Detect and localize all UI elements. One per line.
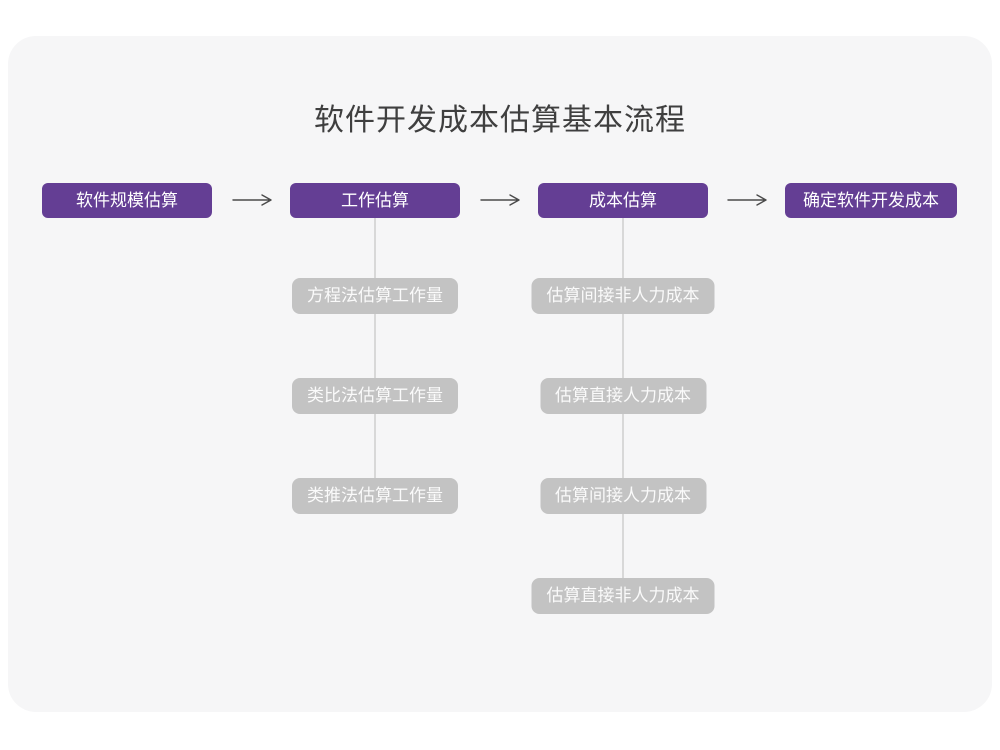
diagram-title: 软件开发成本估算基本流程 — [314, 104, 686, 137]
node-cost-estimation: 成本估算 — [538, 183, 708, 218]
cost-methods-column: 估算间接非人力成本 估算直接人力成本 估算间接人力成本 估算直接非人力成本 — [531, 278, 715, 614]
diagram-canvas: 软件开发成本估算基本流程 软件规模估算 工作估算 成本估算 确定软件开发成本 方… — [8, 36, 992, 712]
node-analogy-method-effort: 类比法估算工作量 — [292, 378, 458, 414]
node-direct-labor-cost: 估算直接人力成本 — [540, 378, 706, 414]
right-arrow-icon — [480, 194, 520, 206]
node-indirect-non-labor-cost: 估算间接非人力成本 — [531, 278, 715, 314]
node-direct-non-labor-cost: 估算直接非人力成本 — [531, 578, 715, 614]
work-methods-column: 方程法估算工作量 类比法估算工作量 类推法估算工作量 — [292, 278, 458, 514]
node-software-scale-estimation: 软件规模估算 — [42, 183, 212, 218]
node-determine-software-dev-cost: 确定软件开发成本 — [785, 183, 957, 218]
connector-line-work-column — [374, 218, 376, 496]
right-arrow-icon — [232, 194, 272, 206]
node-equation-method-effort: 方程法估算工作量 — [292, 278, 458, 314]
node-work-estimation: 工作估算 — [290, 183, 460, 218]
node-extrapolation-method-effort: 类推法估算工作量 — [292, 478, 458, 514]
right-arrow-icon — [727, 194, 767, 206]
node-indirect-labor-cost: 估算间接人力成本 — [540, 478, 706, 514]
